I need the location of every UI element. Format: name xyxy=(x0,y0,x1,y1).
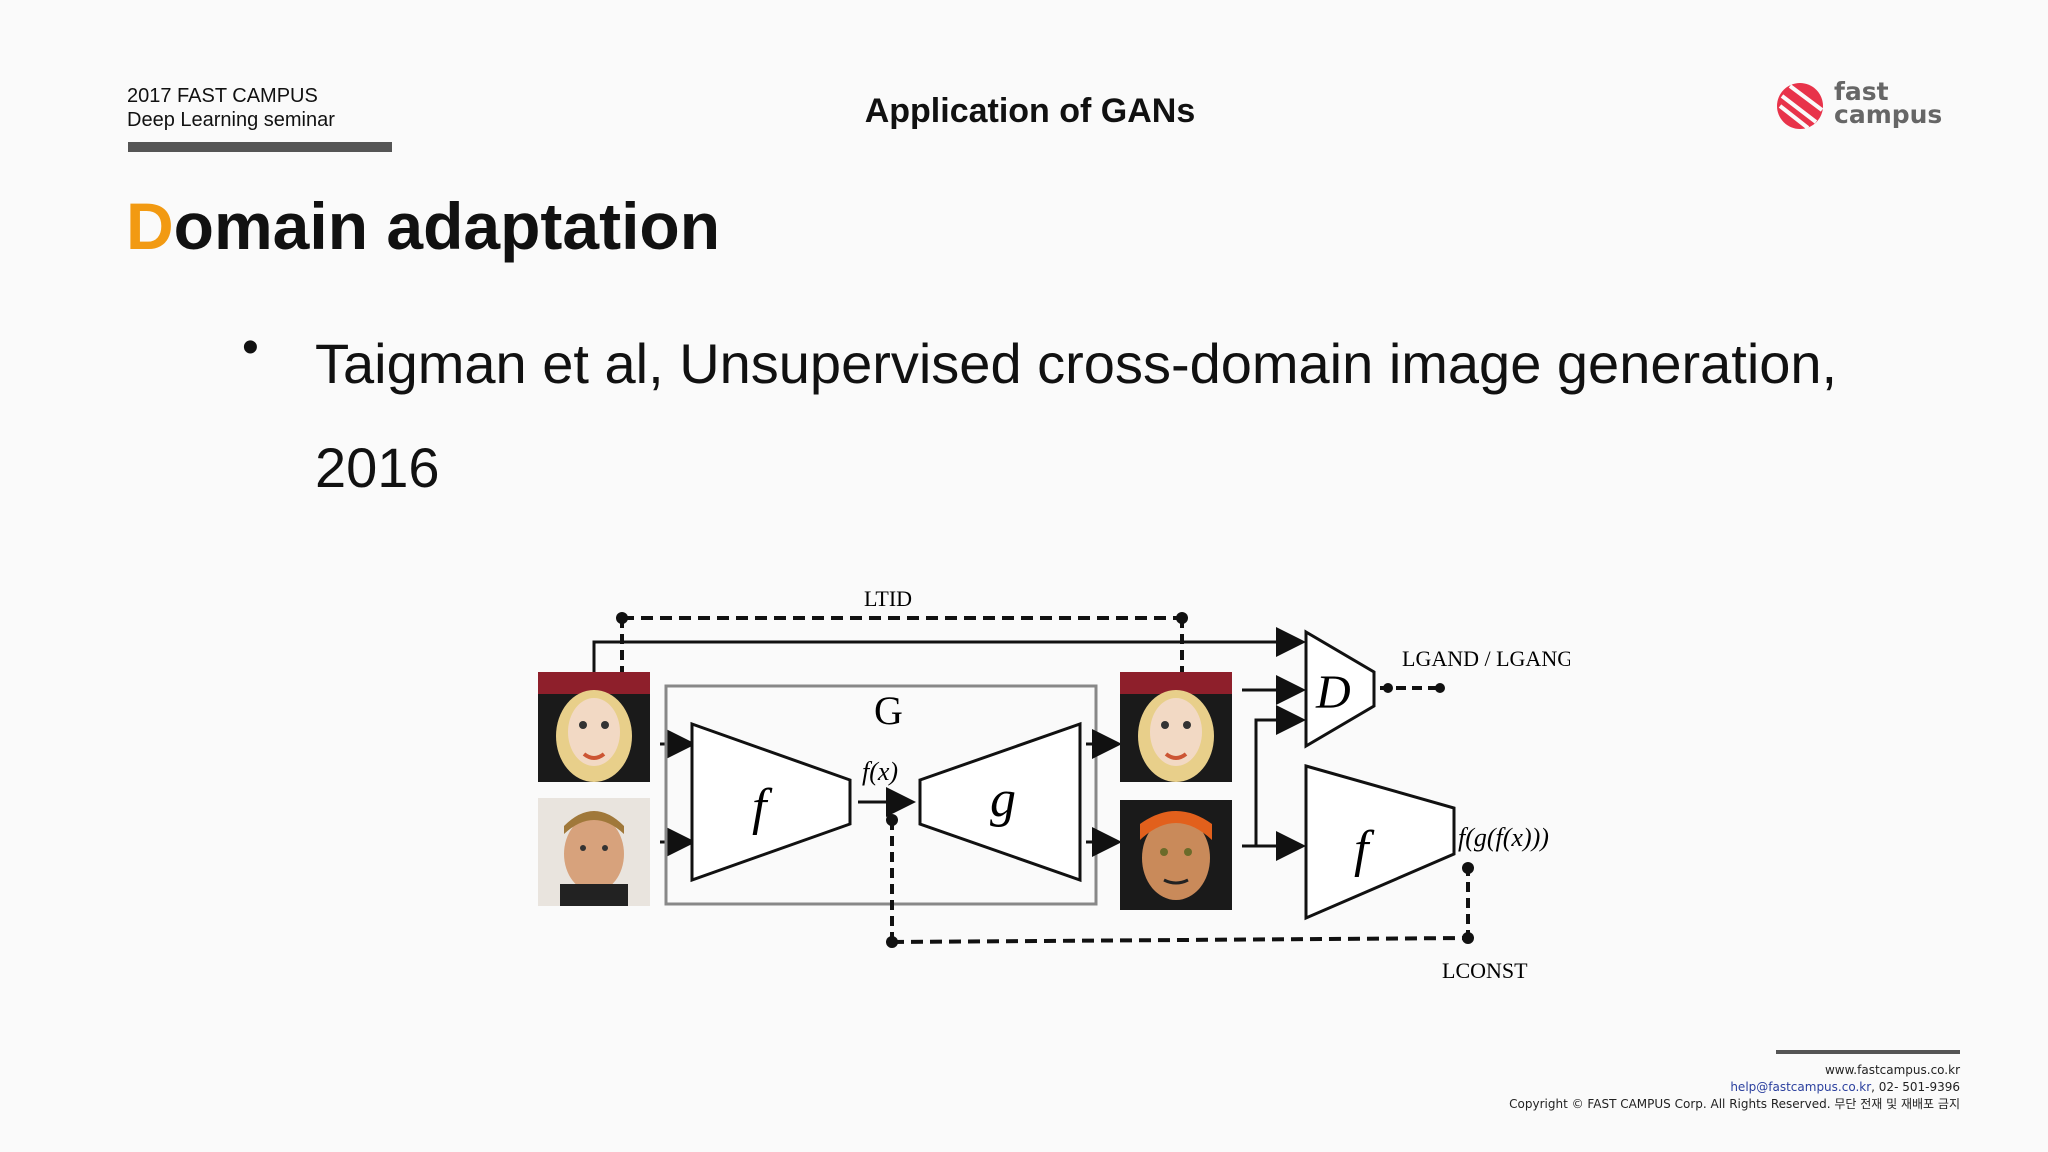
fx-label: f(x) xyxy=(862,757,898,786)
heading-initial: D xyxy=(126,189,174,263)
encoder-f-block xyxy=(690,721,852,883)
footer-copyright: Copyright © FAST CAMPUS Corp. All Rights… xyxy=(1509,1097,1960,1111)
seminar-line-2: Deep Learning seminar xyxy=(127,109,335,131)
discriminator-block xyxy=(1304,629,1376,749)
footer: www.fastcampus.co.kr help@fastcampus.co.… xyxy=(1509,1062,1960,1113)
ltid-loss-line xyxy=(616,612,1188,676)
source-face-photo xyxy=(538,798,650,906)
lgan-label: LGAND / LGANG xyxy=(1402,646,1570,671)
footer-rule xyxy=(1776,1050,1960,1054)
dtn-architecture-diagram: LTID G f xyxy=(538,586,1570,983)
generator-label: G xyxy=(874,688,903,733)
slide-heading: Domain adaptation xyxy=(126,188,720,264)
generator-box xyxy=(664,684,1098,906)
seminar-line-1: 2017 FAST CAMPUS xyxy=(127,85,318,107)
bullet-marker: • xyxy=(242,321,259,374)
footer-email: help@fastcampus.co.kr xyxy=(1730,1080,1872,1094)
footer-website: www.fastcampus.co.kr xyxy=(1824,1063,1960,1077)
decoder-g-label: g xyxy=(990,771,1016,828)
output-face-generated xyxy=(1120,800,1232,910)
fastcampus-logo: fast campus xyxy=(1776,78,1942,134)
encoder-f-second-block xyxy=(1304,764,1456,921)
fgfx-label: f(g(f(x))) xyxy=(1458,823,1549,852)
decoder-g-block xyxy=(918,721,1082,883)
source-to-discriminator-line xyxy=(592,627,1306,674)
footer-phone: , 02- 501-9396 xyxy=(1871,1080,1960,1094)
lconst-label: LCONST xyxy=(1442,958,1528,983)
logo-text: fast campus xyxy=(1834,77,1943,129)
logo-word-campus: campus xyxy=(1834,100,1943,129)
slide-topic: Application of GANs xyxy=(864,92,1196,130)
lconst-loss-line xyxy=(886,814,1474,948)
logo-word-fast: fast xyxy=(1834,77,1889,106)
header-underline xyxy=(128,142,392,152)
logo-mark-icon xyxy=(1777,83,1824,130)
source-face-cartoon xyxy=(538,672,650,782)
ltid-label: LTID xyxy=(864,586,912,611)
footer-contact: help@fastcampus.co.kr, 02- 501-9396 xyxy=(1509,1079,1960,1096)
discriminator-label: D xyxy=(1315,666,1351,719)
output-face-cartoon xyxy=(1120,672,1232,782)
seminar-label: 2017 FAST CAMPUS Deep Learning seminar xyxy=(127,84,335,132)
bullet-reference: Taigman et al, Unsupervised cross-domain… xyxy=(315,332,1838,499)
heading-rest: omain adaptation xyxy=(173,189,721,263)
